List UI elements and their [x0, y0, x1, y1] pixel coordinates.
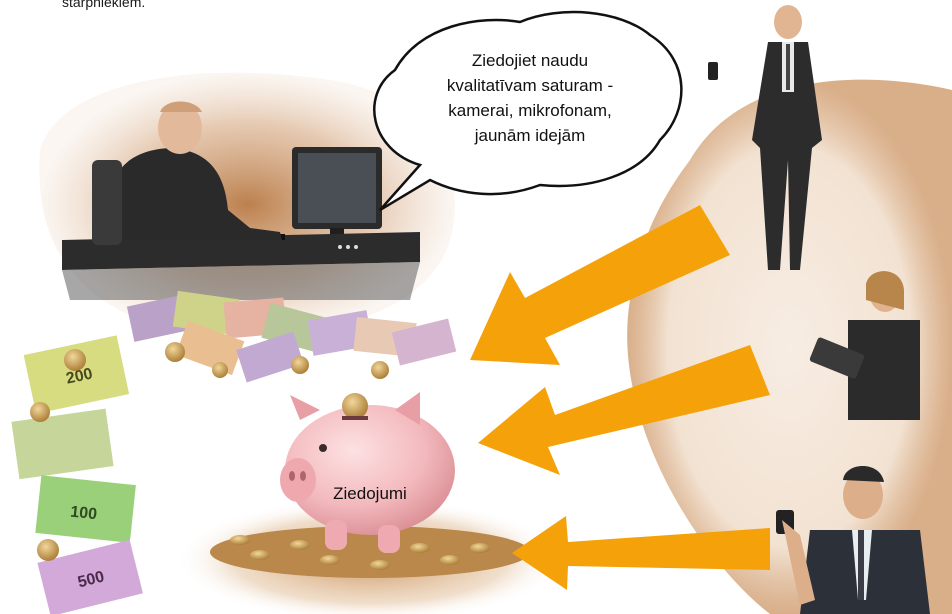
top-partial-text: starpniekiem. — [62, 0, 146, 10]
piggy-bank-label: Ziedojumi — [333, 484, 407, 503]
bubble-line-4: jaunām idejām — [474, 126, 586, 145]
bubble-line-3: kamerai, mikrofonam, — [448, 101, 612, 120]
banknote-200-label: 200 — [65, 365, 95, 387]
laughing-man-with-phone — [776, 466, 930, 614]
arrow-bottom — [512, 516, 770, 590]
banknote-pile-top — [126, 290, 457, 383]
piggy-bank — [280, 392, 455, 553]
banknote-column-left: 200 100 500 — [11, 335, 143, 614]
desk-scene — [62, 101, 420, 300]
bubble-line-2: kvalitatīvam saturam - — [446, 76, 614, 95]
arrow-middle — [478, 345, 770, 475]
coin-pile — [210, 526, 530, 578]
bubble-line-1: Ziedojiet naudu — [471, 51, 589, 70]
speech-bubble-text: Ziedojiet naudu kvalitatīvam saturam - k… — [430, 48, 630, 148]
arrow-top — [470, 205, 730, 365]
standing-man — [708, 5, 822, 270]
speech-bubble — [373, 10, 683, 212]
banknote-100-label: 100 — [69, 504, 97, 524]
banknote-500-label: 500 — [76, 568, 106, 591]
woman-with-tablet — [809, 271, 920, 420]
sitting-man — [100, 148, 282, 240]
